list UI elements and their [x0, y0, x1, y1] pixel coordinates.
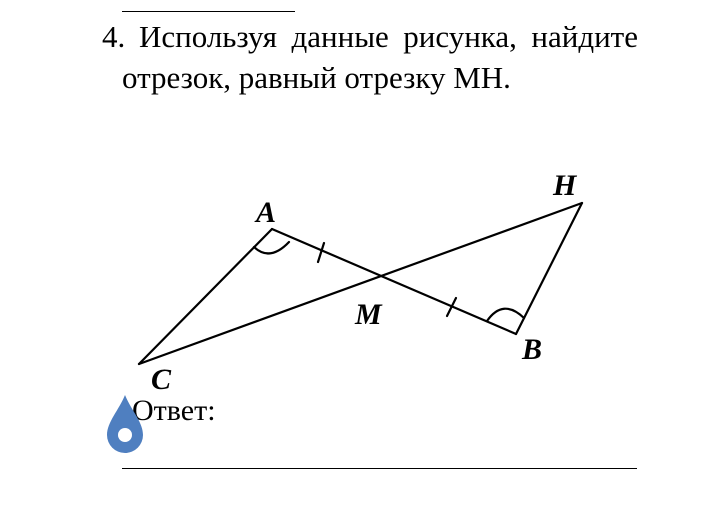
- segment-AB: [270, 227, 518, 336]
- segment-HB: [514, 201, 584, 336]
- answer-label: Ответ:: [132, 394, 216, 427]
- label-A: A: [254, 196, 276, 229]
- task-number: 4.: [102, 19, 126, 54]
- water-drop-icon[interactable]: [105, 394, 145, 454]
- task-text: Используя данные рисунка, найдите отрезо…: [122, 19, 638, 95]
- tick-AM: [316, 241, 326, 264]
- segment-CH: [137, 201, 584, 366]
- top-rule: [122, 11, 295, 12]
- tick-MB: [445, 296, 458, 318]
- label-H: H: [552, 169, 578, 202]
- segment-AC: [137, 227, 274, 366]
- angle-arc-A: [252, 240, 291, 255]
- label-C: C: [151, 363, 172, 396]
- angle-arc-B: [485, 307, 526, 323]
- label-B: B: [521, 333, 542, 366]
- label-M: M: [354, 298, 383, 331]
- task-4: 4. Используя данные рисунка, найдите отр…: [102, 16, 638, 98]
- answer-line[interactable]: [122, 468, 637, 469]
